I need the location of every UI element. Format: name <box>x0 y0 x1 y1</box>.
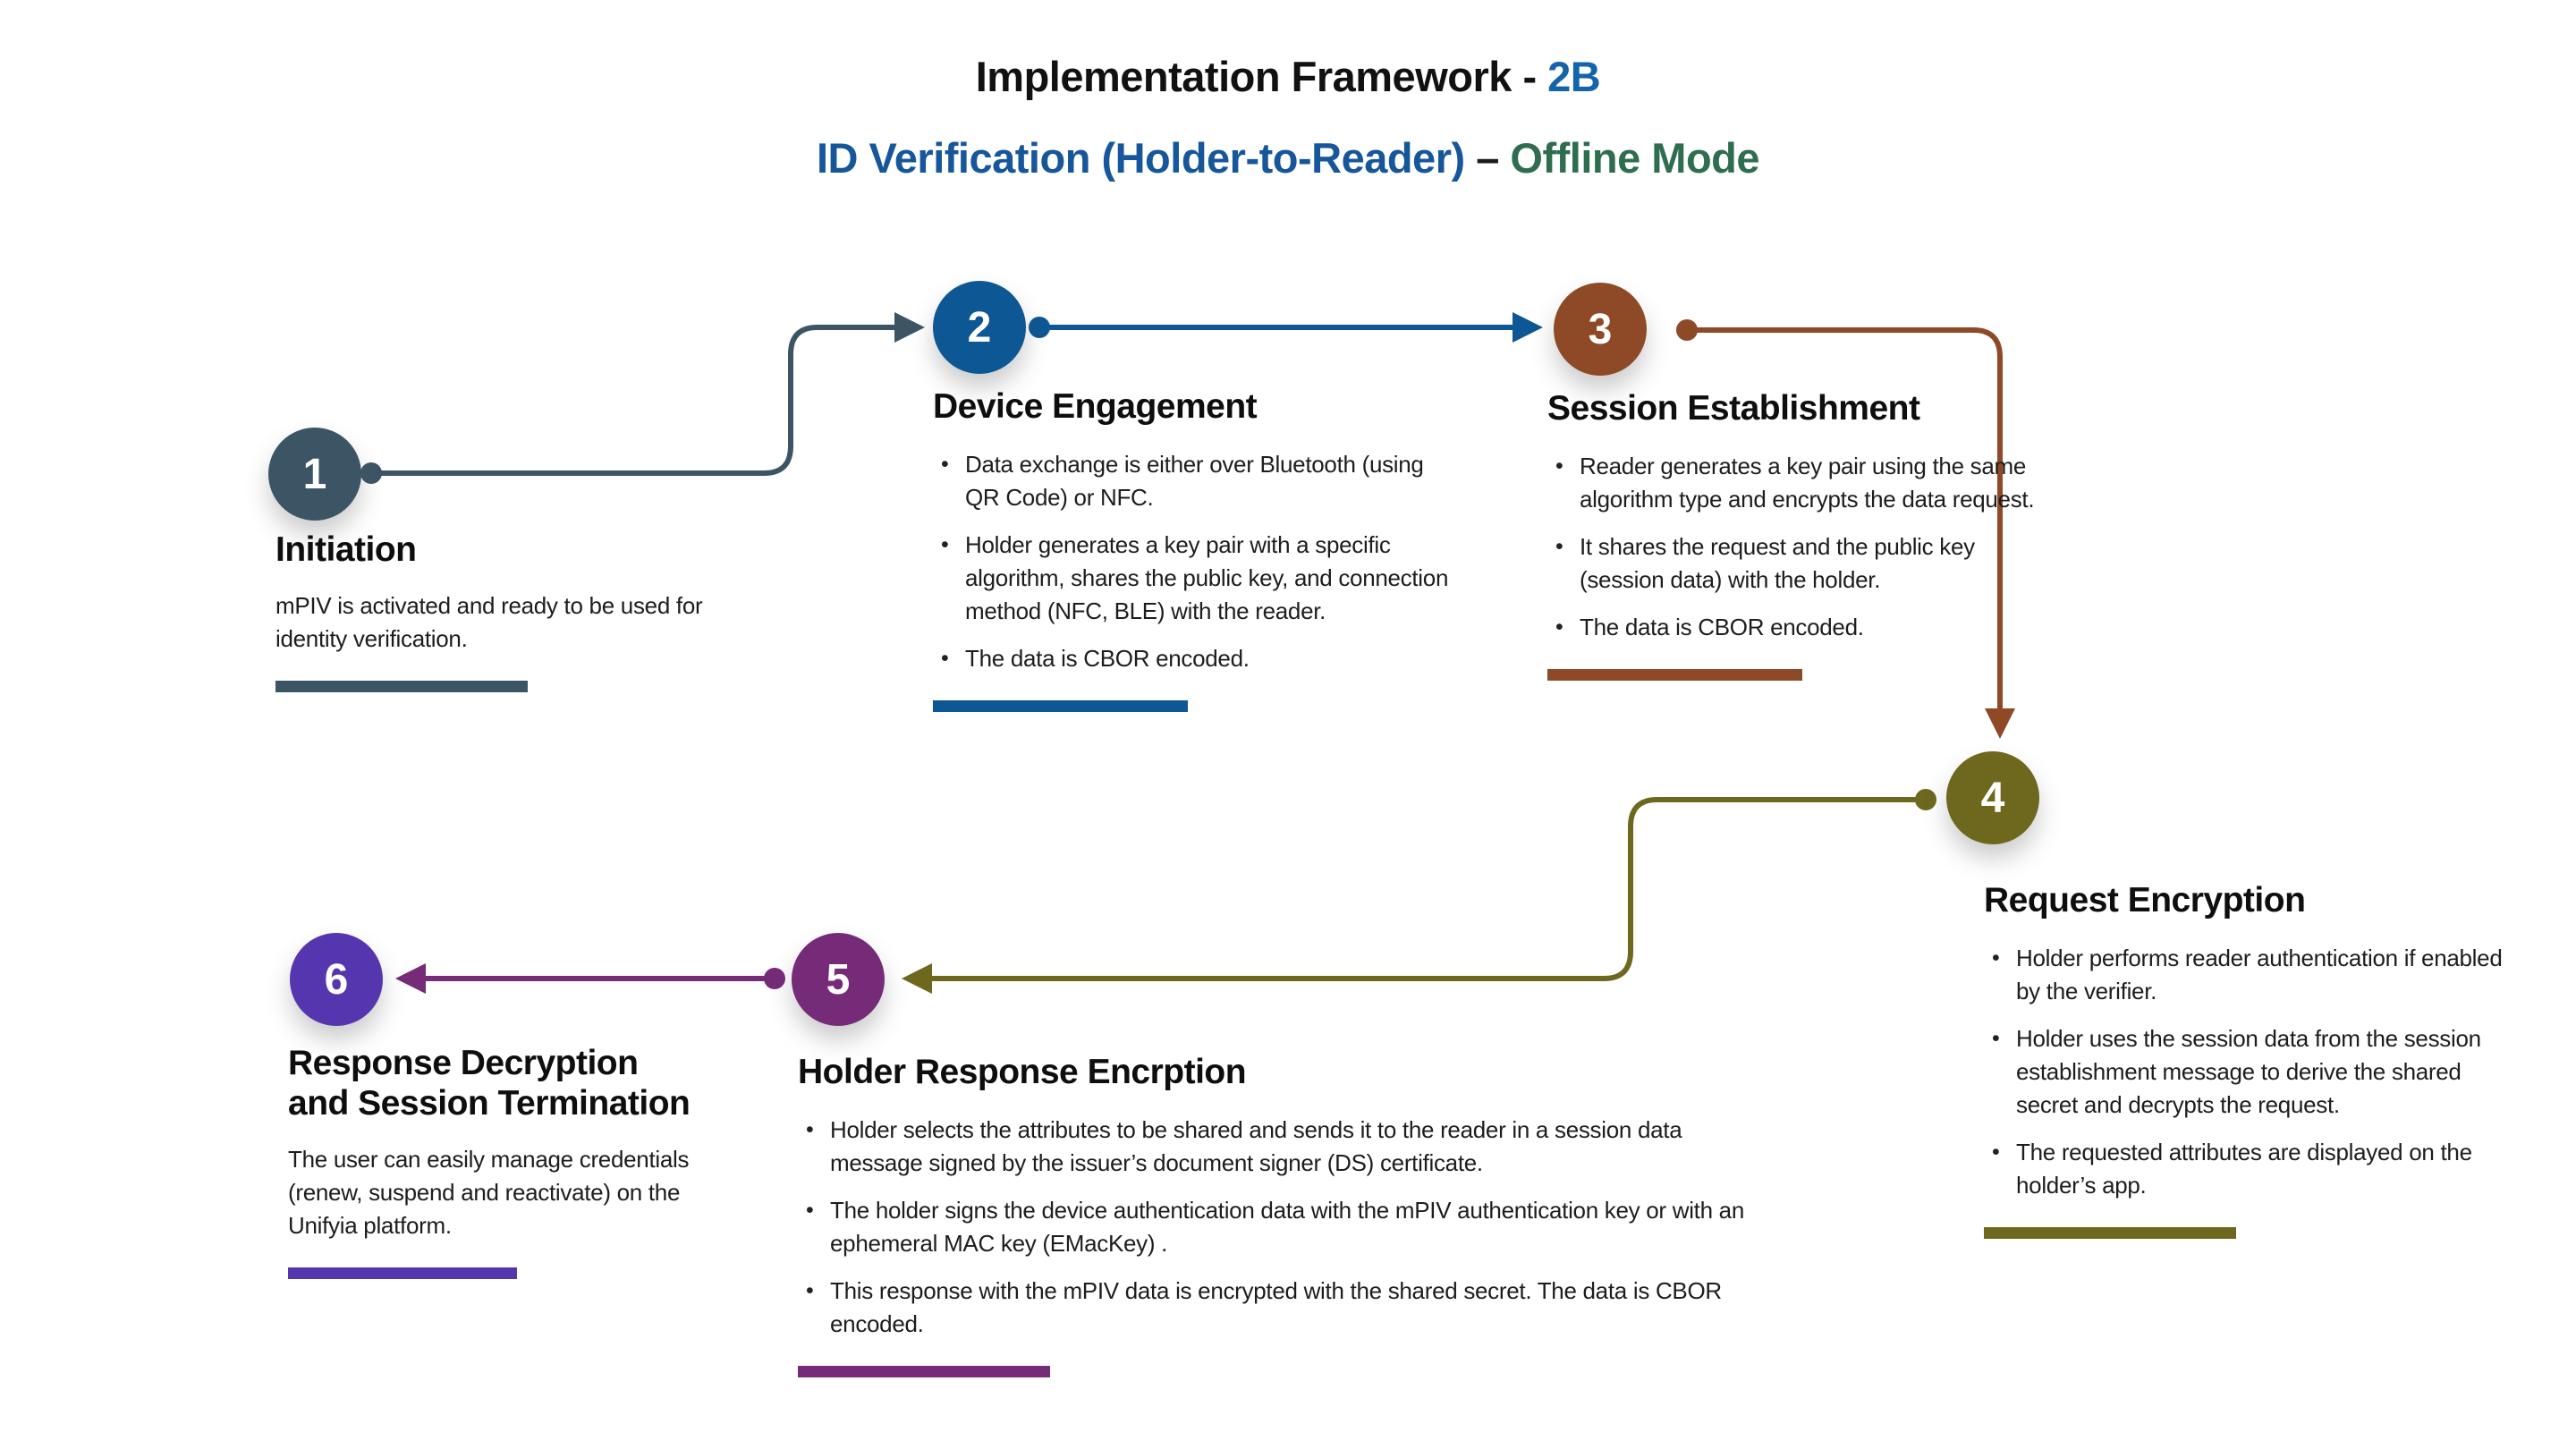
step-2-bullet: The data is CBOR encoded. <box>933 642 1450 675</box>
connector-5-6-arrowhead <box>395 963 426 994</box>
step-6-number: 6 <box>324 955 349 1004</box>
step-3-number: 3 <box>1588 305 1613 353</box>
step-1-title: Initiation <box>275 530 417 569</box>
step-5-bullet: This response with the mPIV data is encr… <box>798 1275 1777 1341</box>
connector-1-2-dot <box>360 462 382 484</box>
connector-4-5 <box>902 789 1936 994</box>
title-line2-blue: ID Verification (Holder-to-Reader) <box>816 134 1465 182</box>
step-2-number: 2 <box>967 303 992 352</box>
step-2-panel: Device Engagement Data exchange is eithe… <box>933 386 1450 713</box>
step-2-underline <box>933 700 1188 713</box>
step-5-bullet: Holder selects the attributes to be shar… <box>798 1114 1777 1180</box>
title-line-1: Implementation Framework - 2B <box>0 52 2576 101</box>
title-line1-accent: 2B <box>1547 53 1601 100</box>
connector-2-3-arrowhead <box>1513 312 1543 343</box>
step-5-bullets: Holder selects the attributes to be shar… <box>798 1114 1777 1341</box>
step-1-panel: Initiation mPIV is activated and ready t… <box>275 530 741 693</box>
connector-1-2-line <box>379 325 897 476</box>
step-4-bullets: Holder performs reader authentication if… <box>1984 942 2521 1202</box>
step-1-node: 1 <box>268 428 361 521</box>
connector-4-5-dot <box>1915 789 1936 810</box>
step-6-title-line2: and Session Termination <box>288 1084 691 1123</box>
step-1-description: mPIV is activated and ready to be used f… <box>275 592 703 653</box>
step-5-underline <box>798 1366 1050 1378</box>
step-5-number: 5 <box>826 955 851 1004</box>
connector-2-3-dot <box>1029 317 1050 338</box>
step-3-title: Session Establishment <box>1547 389 1920 428</box>
step-6-description: The user can easily manage credentials (… <box>288 1146 690 1240</box>
title-line-2: ID Verification (Holder-to-Reader) – Off… <box>0 133 2576 182</box>
step-6-node: 6 <box>290 933 383 1026</box>
step-3-bullets: Reader generates a key pair using the sa… <box>1547 450 2048 644</box>
step-2-bullets: Data exchange is either over Bluetooth (… <box>933 448 1450 675</box>
step-4-bullet: Holder performs reader authentication if… <box>1984 942 2521 1008</box>
step-3-bullet: Reader generates a key pair using the sa… <box>1547 450 2048 516</box>
step-6-underline <box>288 1267 517 1280</box>
step-5-node: 5 <box>792 933 885 1026</box>
connector-3-4 <box>1676 319 2015 739</box>
step-4-number: 4 <box>1980 774 2005 822</box>
title-line2-green: Offline Mode <box>1510 134 1759 182</box>
title-line2-dash: – <box>1464 134 1511 182</box>
connector-4-5-arrowhead <box>902 963 932 994</box>
step-4-node: 4 <box>1946 751 2039 844</box>
step-2-bullet: Data exchange is either over Bluetooth (… <box>933 448 1450 514</box>
step-2-node: 2 <box>933 281 1026 374</box>
step-3-bullet: The data is CBOR encoded. <box>1547 611 2048 644</box>
connector-3-4-dot <box>1676 319 1698 341</box>
step-3-panel: Session Establishment Reader generates a… <box>1547 388 2048 682</box>
title-line1-text: Implementation Framework - <box>975 53 1548 100</box>
connector-5-6-dot <box>764 968 785 989</box>
step-4-bullet: Holder uses the session data from the se… <box>1984 1022 2521 1122</box>
connector-3-4-line <box>1695 327 2003 711</box>
step-5-panel: Holder Response Encrption Holder selects… <box>798 1052 1777 1378</box>
connector-1-2 <box>360 312 925 484</box>
step-6-title-line1: Response Decryption <box>288 1044 639 1082</box>
step-2-bullet: Holder generates a key pair with a speci… <box>933 529 1450 628</box>
step-4-underline <box>1984 1227 2236 1240</box>
step-1-underline <box>275 681 528 693</box>
step-3-bullet: It shares the request and the public key… <box>1547 530 2048 597</box>
connector-4-5-line <box>929 797 1918 981</box>
step-5-title: Holder Response Encrption <box>798 1053 1247 1091</box>
step-2-title: Device Engagement <box>933 387 1258 426</box>
step-3-underline <box>1547 669 1802 682</box>
step-5-bullet: The holder signs the device authenticati… <box>798 1194 1777 1260</box>
connector-5-6 <box>395 963 785 994</box>
diagram-title: Implementation Framework - 2B ID Verific… <box>0 52 2576 182</box>
step-4-panel: Request Encryption Holder performs reade… <box>1984 880 2521 1240</box>
connector-1-2-arrowhead <box>894 312 925 343</box>
connector-3-4-arrowhead <box>1985 708 2015 739</box>
step-4-bullet: The requested attributes are displayed o… <box>1984 1136 2521 1202</box>
step-1-number: 1 <box>302 450 327 498</box>
step-3-node: 3 <box>1554 283 1647 376</box>
step-4-title: Request Encryption <box>1984 881 2306 919</box>
connector-2-3 <box>1029 312 1543 343</box>
